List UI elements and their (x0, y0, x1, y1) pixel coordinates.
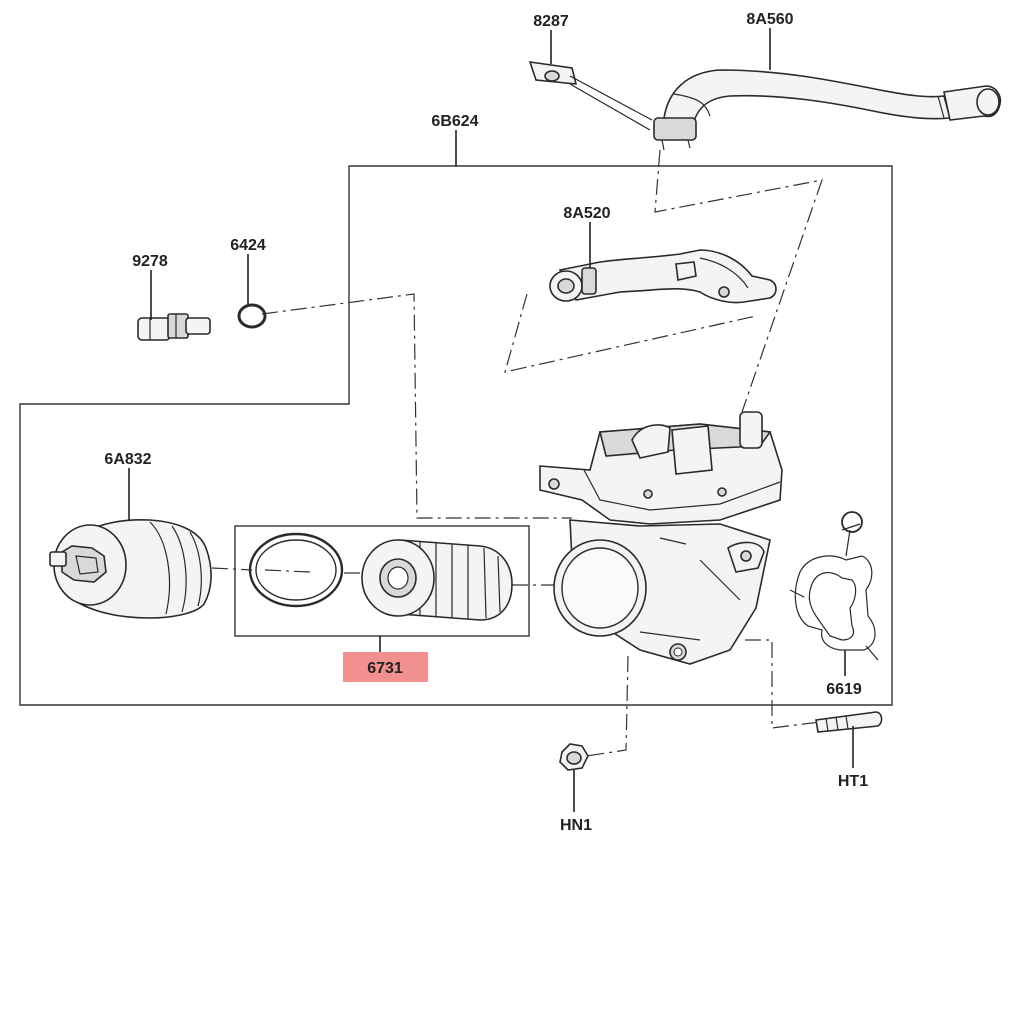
callout-8a560[interactable]: 8A560 (746, 11, 793, 28)
highlight-box-6731 (343, 652, 428, 682)
callout-6731[interactable]: 6731 (367, 660, 403, 677)
filter-element (361, 539, 513, 621)
hex-nut-hn1 (559, 743, 589, 771)
callout-6424[interactable]: 6424 (230, 237, 266, 254)
callout-ht1[interactable]: HT1 (838, 773, 868, 790)
assembly-frame-6b624 (19, 165, 893, 706)
coolant-hose-8a560 (653, 69, 1002, 151)
oil-filter-housing (539, 411, 783, 665)
callout-8287[interactable]: 8287 (533, 13, 569, 30)
kit-frame-6731 (234, 525, 530, 637)
alignment-lines (211, 149, 823, 758)
callout-hn1[interactable]: HN1 (560, 817, 592, 834)
callout-6619[interactable]: 6619 (826, 681, 862, 698)
filter-seal-ring (248, 532, 344, 608)
coolant-pipe-8a520 (549, 249, 777, 304)
pressure-sensor-9278 (137, 313, 211, 341)
hose-clamp-8287 (528, 61, 653, 131)
o-ring-6424 (237, 303, 267, 329)
callout-9278[interactable]: 9278 (132, 253, 168, 270)
callout-6a832[interactable]: 6A832 (104, 451, 151, 468)
oil-filter-cap-6a832 (49, 519, 212, 619)
leader-lines (128, 28, 854, 812)
gasket-6619 (794, 511, 879, 661)
callout-6b624[interactable]: 6B624 (431, 113, 478, 130)
stud-ht1 (815, 711, 883, 733)
callout-8a520[interactable]: 8A520 (563, 205, 610, 222)
